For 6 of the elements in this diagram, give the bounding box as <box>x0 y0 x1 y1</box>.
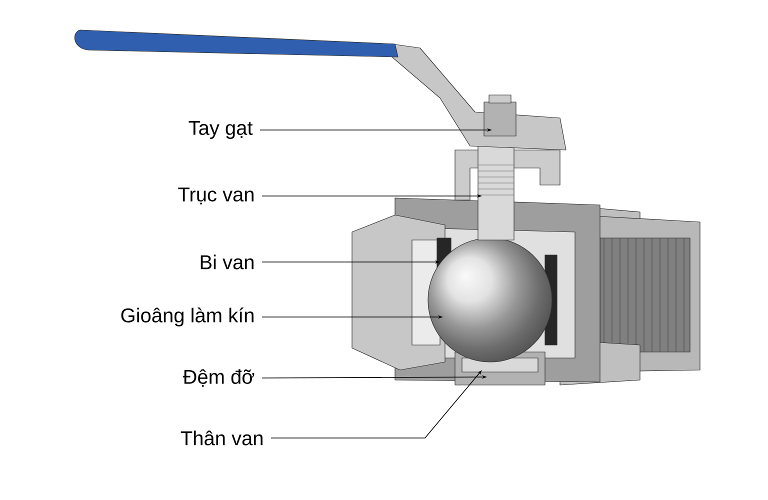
part-label: Gioâng làm kín <box>121 308 254 326</box>
part-label: Thân van <box>180 430 262 446</box>
part-label: Trục van <box>178 188 254 204</box>
part-label: Bi van <box>200 254 254 270</box>
part-label: Tay gạt <box>188 121 253 139</box>
part-label: Đệm đỡ <box>182 369 254 387</box>
